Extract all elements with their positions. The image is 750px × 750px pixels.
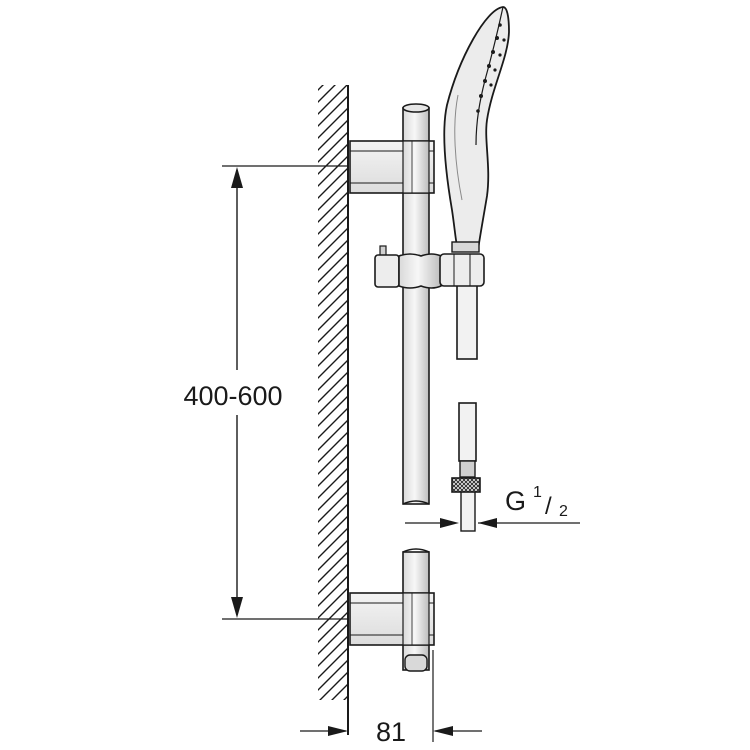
hand-shower [443, 6, 510, 253]
spray-nozzles [476, 23, 506, 113]
thread-slash: / [545, 493, 552, 520]
thread-denominator: 2 [559, 503, 568, 520]
hose-connector-nut [451, 477, 481, 493]
top-wall-bracket [349, 140, 435, 194]
shower-hose [456, 282, 478, 532]
width-dimension-label: 81 [376, 717, 406, 747]
width-dimension [300, 650, 482, 742]
thread-dimension [405, 518, 580, 528]
thread-letter: G [505, 486, 526, 516]
height-dimension-label: 400-600 [183, 381, 282, 411]
wall-hatch [318, 85, 349, 735]
slider-holder [374, 245, 485, 289]
height-dimension [222, 165, 348, 620]
slide-rail [402, 103, 430, 672]
bottom-wall-bracket [349, 592, 435, 646]
thread-numerator: 1 [533, 484, 542, 501]
